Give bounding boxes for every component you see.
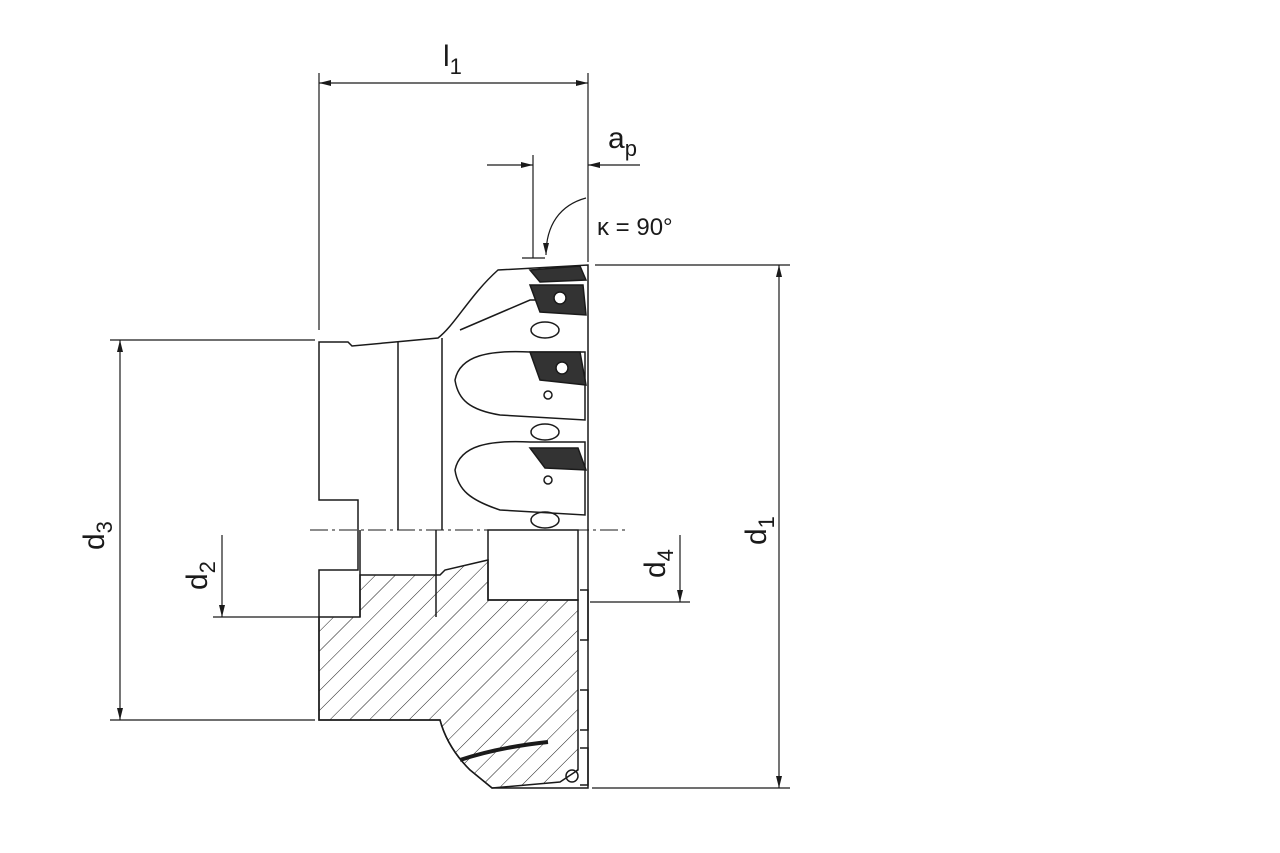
- section-hatch: [318, 559, 579, 789]
- label-d4: d4: [639, 549, 678, 578]
- cutting-insert: [528, 447, 588, 471]
- label-d1: d1: [740, 516, 779, 545]
- label-ap: ap: [608, 122, 637, 161]
- label-d2: d2: [181, 561, 220, 590]
- cutting-insert: [528, 351, 587, 386]
- cutting-insert: [528, 284, 587, 316]
- cutting-insert: [528, 265, 588, 283]
- label-d3: d3: [78, 521, 117, 550]
- tool-body: [318, 264, 589, 789]
- dimension-lines: [110, 73, 790, 789]
- label-l1: l1: [443, 40, 462, 79]
- label-kappa: κ = 90°: [597, 214, 673, 241]
